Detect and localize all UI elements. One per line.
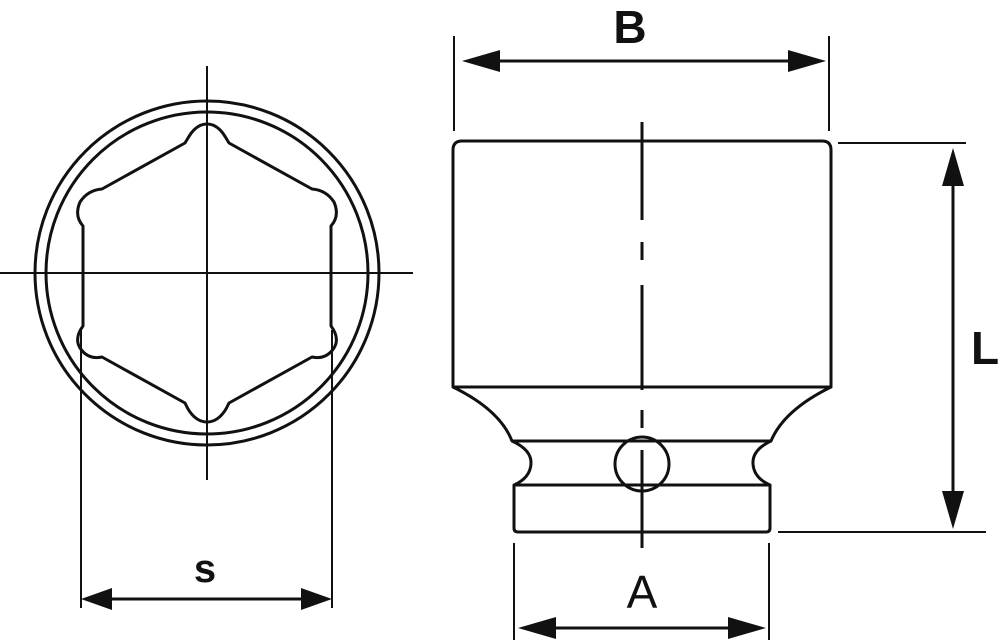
a-label: A — [627, 566, 658, 618]
hex-opening — [76, 122, 338, 424]
side-view: B L — [451, 1, 999, 640]
groove-right-notch — [751, 439, 772, 487]
l-label: L — [971, 322, 999, 374]
drive-collar — [512, 483, 772, 534]
end-view: s — [0, 66, 413, 610]
a-dimension-arrow — [518, 617, 766, 639]
b-label: B — [613, 1, 646, 53]
outer-circle — [33, 99, 381, 447]
b-dimension-arrow — [462, 50, 826, 72]
s-dimension-arrow — [81, 588, 332, 610]
socket-body — [451, 139, 833, 389]
groove-left-notch — [511, 439, 533, 487]
inner-circle — [44, 110, 370, 436]
s-label: s — [194, 547, 216, 591]
l-dimension-arrow — [942, 148, 964, 529]
